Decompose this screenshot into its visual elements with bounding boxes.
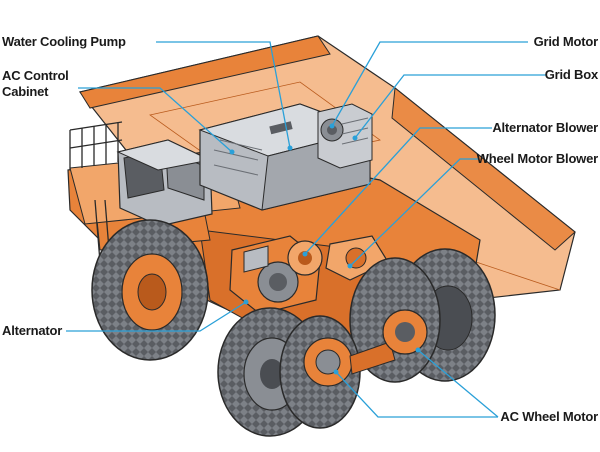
leader-dot-ac-control-cabinet <box>229 149 235 155</box>
alternator-blower-unit <box>287 240 323 276</box>
ac-wheel-motor-left <box>303 337 396 387</box>
leader-dot-ac-wheel-motor-2 <box>333 369 339 375</box>
label-grid-box: Grid Box <box>544 67 598 82</box>
label-alternator: Alternator <box>2 323 63 338</box>
leader-dot-wheel-motor-blower <box>347 263 353 269</box>
leader-dot-grid-motor <box>329 123 335 129</box>
leader-alternator <box>66 301 247 332</box>
leader-ac-wheel-motor-1 <box>417 349 499 418</box>
leader-dot-grid-box <box>352 135 358 141</box>
leader-water-cooling-pump <box>156 41 291 149</box>
leader-grid-motor <box>331 41 528 127</box>
leader-ac-wheel-motor-2 <box>335 371 498 418</box>
grid-box-unit <box>317 103 373 169</box>
leader-dot-water-cooling-pump <box>287 145 293 151</box>
leader-dot-ac-wheel-motor-1 <box>415 347 421 353</box>
operator-cab <box>116 139 213 227</box>
label-grid-motor: Grid Motor <box>533 34 599 49</box>
leader-dot-alternator <box>243 299 249 305</box>
leader-ac-control-cabinet <box>78 87 233 153</box>
label-ac-control-cabinet-line1: AC Control <box>2 68 69 83</box>
ac-wheel-motor-right <box>382 309 428 355</box>
label-ac-wheel-motor: AC Wheel Motor <box>500 409 598 424</box>
leader-lines <box>66 41 546 418</box>
front-tire <box>91 219 209 361</box>
leader-alternator-blower <box>304 127 492 255</box>
leader-dot-alternator-blower <box>302 251 308 257</box>
leader-wheel-motor-blower <box>349 158 478 267</box>
leader-grid-box <box>354 74 546 139</box>
label-ac-control-cabinet-line2: Cabinet <box>2 84 49 99</box>
label-alternator-blower: Alternator Blower <box>492 120 598 135</box>
label-water-cooling-pump: Water Cooling Pump <box>2 34 126 49</box>
label-wheel-motor-blower: Wheel Motor Blower <box>476 151 599 166</box>
